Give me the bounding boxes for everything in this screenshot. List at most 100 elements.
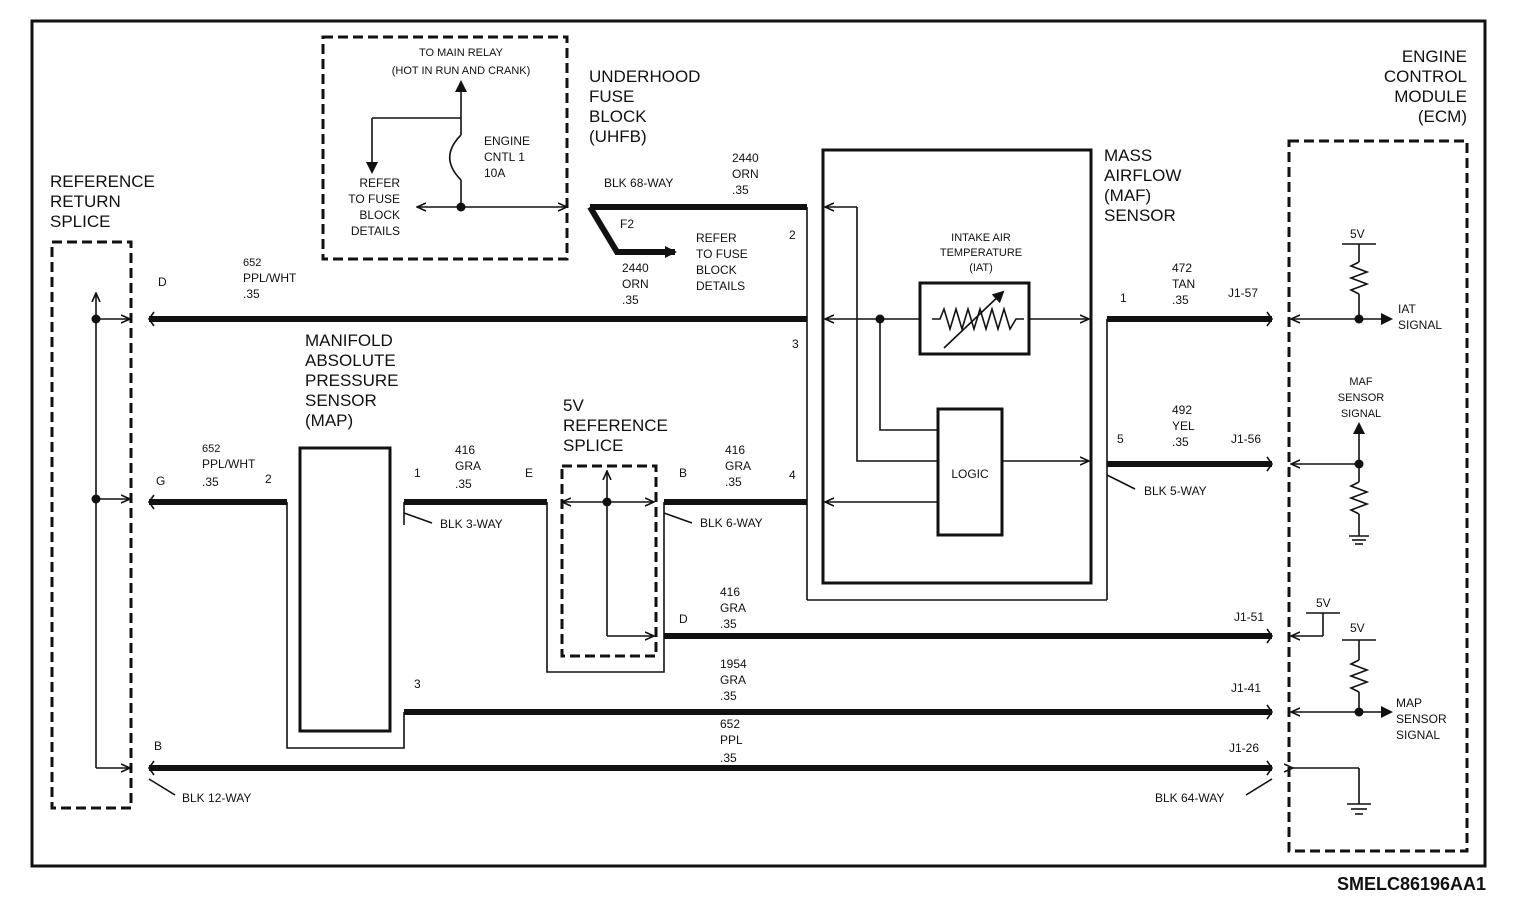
svg-text:E: E [525,466,533,480]
svg-text:TO FUSE: TO FUSE [696,247,748,261]
svg-text:(MAP): (MAP) [305,411,353,430]
svg-text:PPL: PPL [720,733,743,747]
svg-text:SIGNAL: SIGNAL [1341,408,1381,420]
svg-text:YEL: YEL [1172,419,1195,433]
svg-text:SENSOR: SENSOR [1396,712,1447,726]
outer-frame [30,19,1487,868]
svg-text:.35: .35 [455,477,472,491]
svg-text:SENSOR: SENSOR [305,391,377,410]
svg-text:MAF: MAF [1349,376,1373,388]
svg-text:.35: .35 [243,287,260,301]
svg-text:1: 1 [414,466,421,480]
svg-text:1: 1 [1120,291,1127,305]
svg-text:DETAILS: DETAILS [696,279,745,293]
maf-sensor: MASS AIRFLOW (MAF) SENSOR INTAKE AIR TEM… [807,146,1181,601]
refer-fuse-1-d: DETAILS [351,224,400,238]
connector-blk64: BLK 64-WAY [1155,791,1224,805]
svg-text:PPL/WHT: PPL/WHT [202,457,256,471]
svg-text:.35: .35 [732,183,749,197]
connector-blk12: BLK 12-WAY [182,791,251,805]
svg-text:(UHFB): (UHFB) [589,127,647,146]
svg-text:.35: .35 [1172,435,1189,449]
svg-text:1954: 1954 [720,657,747,671]
svg-text:TAN: TAN [1172,277,1195,291]
wire-416-map: 1 416 GRA .35 E BLK 3-WAY [403,443,547,531]
wire-416-ecm: D 416 GRA .35 J1-51 [664,585,1272,639]
svg-text:REFERENCE: REFERENCE [563,416,668,435]
figure-id: SMELC86196AA1 [1337,874,1486,894]
svg-text:5V: 5V [1350,227,1365,241]
wire-472: 1 472 TAN .35 J1-57 [1106,261,1272,600]
svg-text:5V: 5V [1350,621,1365,635]
svg-text:INTAKE AIR: INTAKE AIR [951,232,1011,244]
svg-text:CONTROL: CONTROL [1384,67,1467,86]
svg-text:(IAT): (IAT) [969,262,993,274]
fuse-label-1: ENGINE [484,134,530,148]
uhfb-label: UNDERHOOD FUSE BLOCK (UHFB) [589,67,700,146]
svg-text:MAP: MAP [1396,696,1422,710]
svg-text:MANIFOLD: MANIFOLD [305,331,393,350]
svg-text:TEMPERATURE: TEMPERATURE [940,247,1022,259]
wire-492: 5 492 YEL .35 J1-56 BLK 5-WAY [1106,403,1272,498]
fuse-detail-box: TO MAIN RELAY (HOT IN RUN AND CRANK) ENG… [321,35,569,261]
svg-text:.35: .35 [622,293,639,307]
svg-text:BLOCK: BLOCK [589,107,647,126]
svg-text:(MAF): (MAF) [1104,186,1151,205]
svg-text:4: 4 [789,468,796,482]
svg-text:MASS: MASS [1104,146,1152,165]
svg-text:GRA: GRA [455,459,481,473]
connector-blk68: BLK 68-WAY [604,176,673,190]
svg-text:FUSE: FUSE [589,87,634,106]
ref-splice-label-1: REFERENCE [50,172,155,191]
svg-text:GRA: GRA [725,459,751,473]
svg-text:652: 652 [243,257,261,269]
wire-652-b: B 652 PPL .35 J1-26 BLK 12-WAY BLK 64-WA… [148,717,1273,805]
wire-416-maf: B 416 GRA .35 4 BLK 6-WAY [663,443,807,530]
svg-text:SPLICE: SPLICE [563,436,623,455]
svg-text:D: D [158,275,167,289]
reference-return-splice: REFERENCE RETURN SPLICE [50,172,155,810]
connector-blk3: BLK 3-WAY [440,517,503,531]
svg-text:3: 3 [414,677,421,691]
ref-5v-splice: 5V REFERENCE SPLICE [546,396,668,673]
svg-text:652: 652 [202,443,220,455]
svg-text:652: 652 [720,717,740,731]
svg-text:2: 2 [265,472,272,486]
wire-652-d: D 652 PPL/WHT .35 3 [149,207,808,600]
wire-end-hooks [148,311,1273,776]
svg-text:PRESSURE: PRESSURE [305,371,399,390]
main-relay-label-2: (HOT IN RUN AND CRANK) [392,65,531,77]
ref-splice-label-3: SPLICE [50,212,110,231]
svg-text:ENGINE: ENGINE [1402,47,1467,66]
svg-text:SIGNAL: SIGNAL [1396,728,1440,742]
svg-text:472: 472 [1172,261,1192,275]
svg-text:.35: .35 [202,475,219,489]
svg-text:2: 2 [789,228,796,242]
svg-text:ORN: ORN [732,167,759,181]
svg-text:5V: 5V [1316,596,1331,610]
svg-text:SIGNAL: SIGNAL [1398,318,1442,332]
refer-fuse-1-b: TO FUSE [348,192,400,206]
svg-text:G: G [156,474,165,488]
svg-text:B: B [154,739,162,753]
svg-text:J1-56: J1-56 [1231,432,1261,446]
wire-2440: BLK 68-WAY F2 2440 ORN .35 2440 ORN .35 … [587,151,807,307]
svg-text:.35: .35 [720,617,737,631]
svg-text:SENSOR: SENSOR [1338,392,1385,404]
svg-text:REFER: REFER [696,231,737,245]
svg-text:416: 416 [720,585,740,599]
svg-text:SENSOR: SENSOR [1104,206,1176,225]
svg-text:IAT: IAT [1398,302,1416,316]
connector-blk5: BLK 5-WAY [1144,484,1207,498]
svg-text:416: 416 [725,443,745,457]
connector-blk6: BLK 6-WAY [700,516,763,530]
main-relay-label-1: TO MAIN RELAY [419,47,504,59]
svg-text:MODULE: MODULE [1394,87,1467,106]
svg-text:2440: 2440 [622,261,649,275]
svg-text:3: 3 [792,337,799,351]
fuse-label-2: CNTL 1 [484,150,525,164]
svg-text:2440: 2440 [732,151,759,165]
svg-text:ABSOLUTE: ABSOLUTE [305,351,396,370]
svg-text:.35: .35 [725,475,742,489]
